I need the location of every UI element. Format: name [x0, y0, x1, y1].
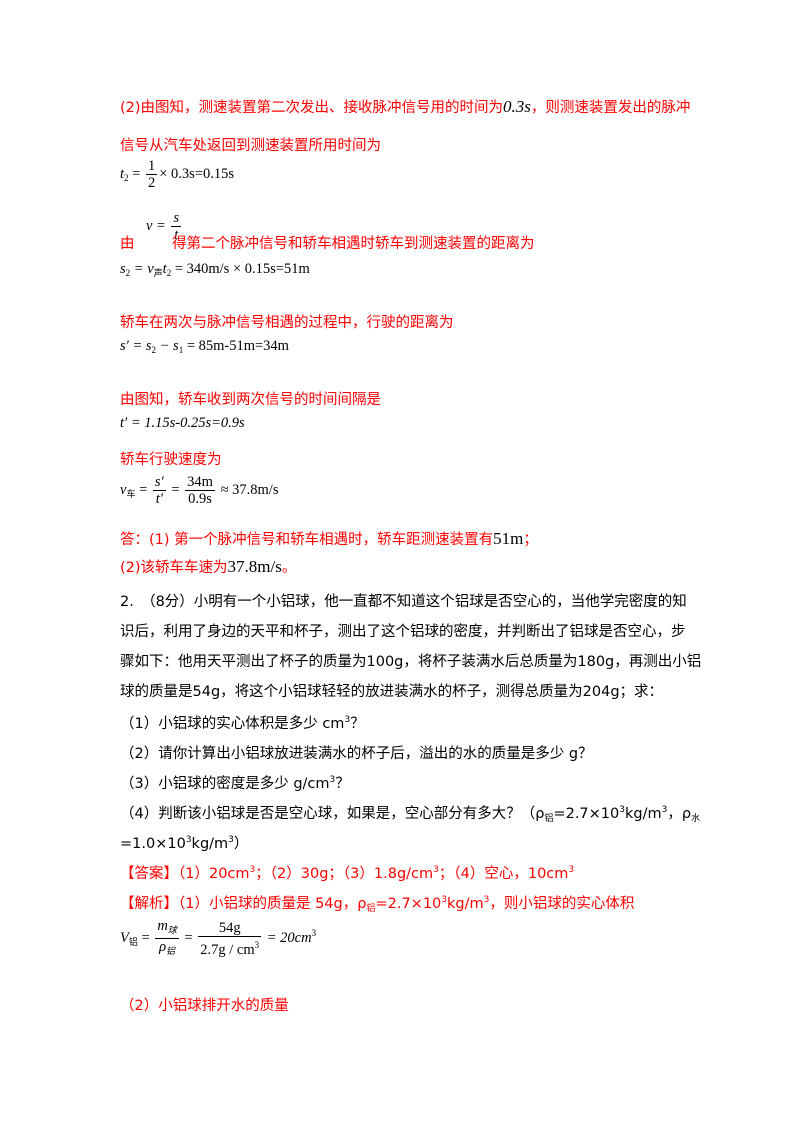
answer-part2: (2)该轿车车速为37.8m/s。	[120, 557, 297, 576]
answer-part1: 答：(1) 第一个脉冲信号和轿车相遇时，轿车距测速装置有51m；	[120, 529, 538, 548]
question2-sub4: （4）判断该小铝球是否是空心球，如果是，空心部分有多大？（ρ铝=2.7×103k…	[120, 805, 701, 824]
solution-you: 由	[120, 236, 135, 252]
question2-line1: 2. （8分）小明有一个小铝球，他一直都不知道这个铝球是否空心的，当他学完密度的…	[120, 594, 687, 610]
solution-part2-line1: (2)由图知，测速装置第二次发出、接收脉冲信号用的时间为0.3s，则测速装置发出…	[120, 97, 691, 116]
question2-sub4-line2: =1.0×103kg/m3）	[120, 835, 249, 852]
question2-sub2: （2）请你计算出小铝球放进装满水的杯子后，溢出的水的质量是多少 g？	[120, 746, 593, 762]
answer-block: 【答案】（1）20cm3；（2）30g；（3）1.8g/cm3；（4）空心，10…	[120, 865, 575, 882]
solution-speed-line: 轿车行驶速度为	[120, 452, 222, 468]
question2-sub3: （3）小铝球的密度是多少 g/cm3？	[120, 775, 350, 792]
question2-line4: 球的质量是54g，将这个小铝球轻轻的放进装满水的杯子，测得总质量为204g；求：	[120, 684, 664, 700]
analysis-tag: 【解析】	[120, 896, 178, 912]
analysis-part2: （2）小铝球排开水的质量	[120, 998, 289, 1014]
question2-sub1: （1）小铝球的实心体积是多少 cm3？	[120, 715, 365, 732]
solution-part2-line2: 信号从汽车处返回到测速装置所用时间为	[120, 138, 381, 154]
time-value: 0.3s	[503, 97, 531, 116]
solution-interval-line: 由图知，轿车收到两次信号的时间间隔是	[120, 392, 381, 408]
solution-distance-line: 得第二个脉冲信号和轿车相遇时轿车到测速装置的距离为	[172, 236, 535, 252]
equation-s2: s2 = v声t2 = 340m/s × 0.15s=51m	[120, 261, 310, 278]
question2-line3: 骤如下：他用天平测出了杯子的质量为100g，将杯子装满水后总质量为180g，再测…	[120, 654, 702, 670]
equation-s-prime: s′ = s2 − s1 = 85m-51m=34m	[120, 338, 289, 355]
equation-t-prime: t′ = 1.15s-0.25s=0.9s	[120, 415, 245, 431]
analysis-block: 【解析】（1）小铝球的质量是 54g，ρ铝=2.7×103kg/m3，则小铝球的…	[120, 895, 635, 914]
question2-line2: 识后，利用了身边的天平和杯子，测出了这个铝球的密度，并判断出了铝球是否空心，步	[120, 624, 686, 640]
solution-drive-line: 轿车在两次与脉冲信号相遇的过程中，行驶的距离为	[120, 315, 454, 331]
answer-tag: 【答案】	[120, 866, 178, 882]
